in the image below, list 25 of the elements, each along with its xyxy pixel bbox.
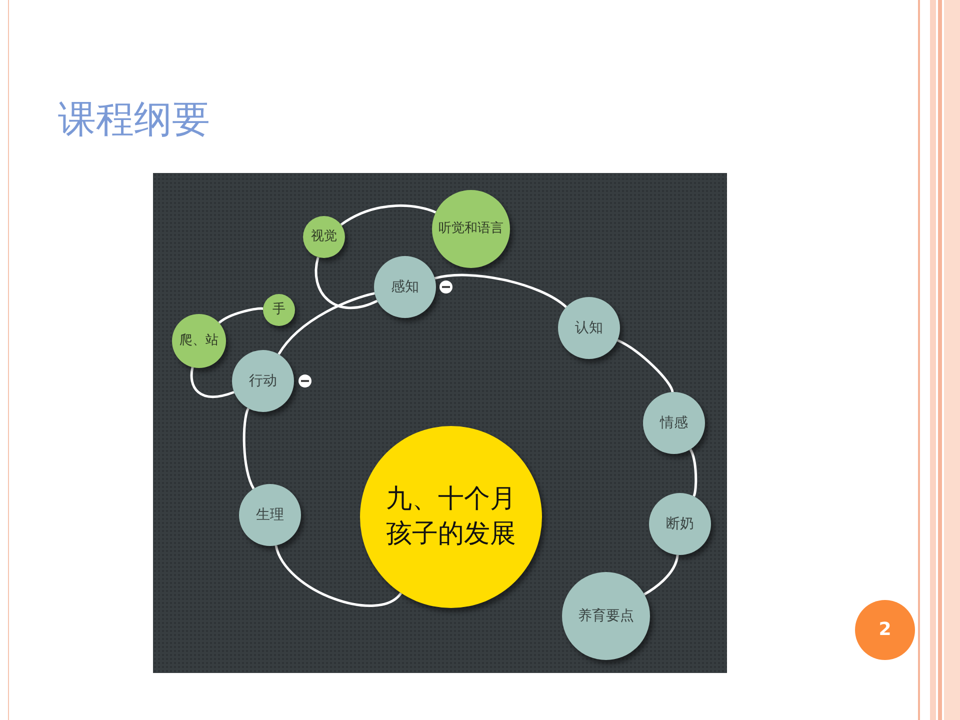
topic-label: 断奶 [666, 514, 694, 534]
topic-label: 情感 [660, 414, 688, 432]
connector-curve [644, 554, 679, 596]
connector-curve [340, 204, 436, 226]
topic-label: 2 [878, 618, 892, 642]
connector-curve [314, 256, 378, 310]
topic-label: 行动 [249, 372, 277, 390]
topic-label: 感知 [391, 278, 419, 296]
connector-curve [242, 408, 255, 490]
connector-curve [278, 292, 375, 355]
connector-curve [689, 448, 698, 497]
connector-curve [274, 545, 402, 607]
topic-label: 生理 [256, 506, 284, 524]
connector-curve [190, 367, 234, 398]
connector-curve [616, 339, 674, 392]
topic-label: 爬、站 [180, 332, 218, 350]
topic-label: 手 [272, 301, 286, 319]
topic-label: 听觉和语言 [438, 220, 504, 238]
connector-curve [434, 274, 567, 308]
topic-label: 养育要点 [578, 606, 634, 626]
topic-label: 九、十个月孩子的发展 [385, 482, 517, 551]
connector-curve [218, 307, 264, 324]
topic-label: 视觉 [311, 228, 337, 246]
slide-title: 课程纲要 [58, 96, 210, 143]
topic-label: 认知 [575, 318, 603, 338]
